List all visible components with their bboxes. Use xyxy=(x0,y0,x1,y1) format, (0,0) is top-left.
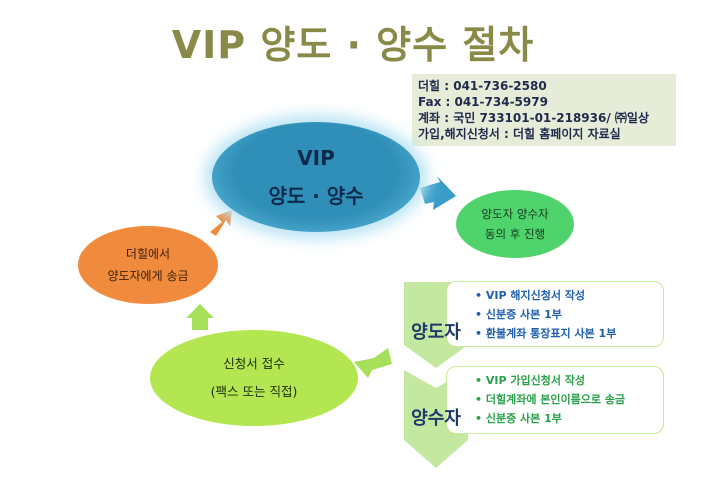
buyer-requirements: • VIP 가입신청서 작성 • 더힐계좌에 본인이름으로 송금 • 신분증 사… xyxy=(446,366,664,434)
fax-line: Fax : 041-734-5979 xyxy=(418,95,548,109)
receive-line-2: (팩스 또는 직접) xyxy=(210,384,298,399)
arrow-to-remit xyxy=(186,304,214,330)
phone-line: 더힐 : 041-736-2580 xyxy=(418,79,547,93)
contact-info-box: 더힐 : 041-736-2580 Fax : 041-734-5979 계좌 … xyxy=(412,74,676,146)
remit-node: 더힐에서 양도자에게 송금 xyxy=(78,226,218,304)
seller-label: 양도자 xyxy=(411,322,461,343)
list-item: • 신분증 사본 1부 xyxy=(475,412,562,425)
page-title: VIP 양도 · 양수 절차 xyxy=(171,23,535,67)
forms-line: 가입,해지신청서 : 더힐 홈페이지 자료실 xyxy=(418,127,621,141)
consent-line-1: 양도자 양수자 xyxy=(481,207,549,221)
list-item: • 신분증 사본 1부 xyxy=(475,308,562,321)
vip-transfer-node: VIP 양도 · 양수 xyxy=(212,122,420,232)
arrow-to-receive xyxy=(354,348,392,378)
seller-requirements: • VIP 해지신청서 작성 • 신분증 사본 1부 • 환불계좌 통장표지 사… xyxy=(446,281,664,347)
account-line: 계좌 : 국민 733101-01-218936/ ㈜일상 xyxy=(418,111,649,125)
receive-node: 신청서 접수 (팩스 또는 직접) xyxy=(150,330,358,426)
list-item: • 더힐계좌에 본인이름으로 송금 xyxy=(475,393,626,406)
consent-line-2: 동의 후 진행 xyxy=(484,227,546,241)
remit-line-1: 더힐에서 xyxy=(125,247,171,261)
list-item: • 환불계좌 통장표지 사본 1부 xyxy=(475,327,617,340)
center-line-2: 양도 · 양수 xyxy=(268,183,364,208)
list-item: • VIP 해지신청서 작성 xyxy=(475,289,586,302)
arrow-to-center xyxy=(210,210,232,236)
remit-line-2: 양도자에게 송금 xyxy=(107,269,189,283)
center-line-1: VIP xyxy=(297,145,335,170)
consent-node: 양도자 양수자 동의 후 진행 xyxy=(456,190,574,258)
list-item: • VIP 가입신청서 작성 xyxy=(475,374,586,387)
buyer-label: 양수자 xyxy=(411,408,461,429)
receive-line-1: 신청서 접수 xyxy=(223,356,285,371)
arrow-to-consent xyxy=(420,176,456,210)
